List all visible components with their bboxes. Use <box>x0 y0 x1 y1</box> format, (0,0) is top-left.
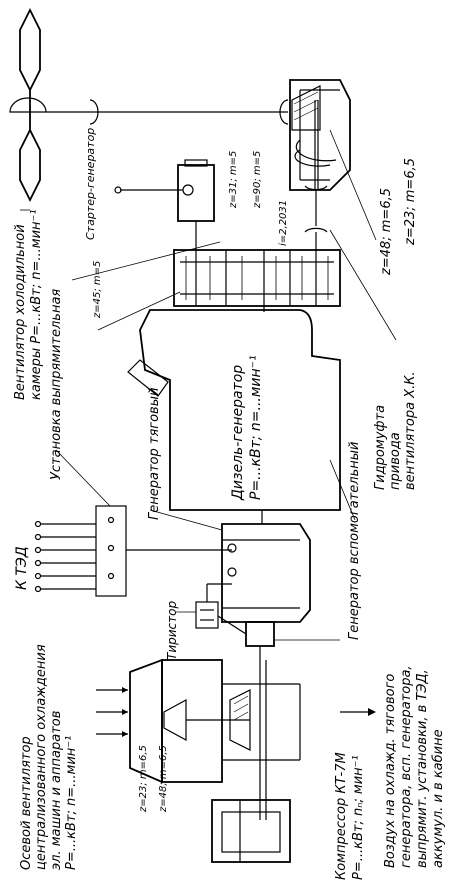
airflow-arrows <box>96 687 376 737</box>
label-starter: Стартер-генератор <box>84 128 97 240</box>
label-axial-fan-2: централизованного охлаждения <box>34 644 49 870</box>
k-ted-terminals <box>34 520 96 593</box>
compressor <box>211 799 291 863</box>
cold-chamber-fan <box>9 7 90 203</box>
vertical-shaft-coupling <box>304 185 328 250</box>
label-coupling-1: Гидромуфта <box>373 405 388 490</box>
label-axial-fan-3: эл. машин и аппаратов <box>49 711 64 870</box>
axial-fan <box>129 658 301 784</box>
label-coupling-3: вентилятора Х.К. <box>403 371 418 490</box>
label-axial-fan-1: Осевой вентилятор <box>19 736 34 870</box>
label-axial-fan-4: Р=...кВт; n=...мин⁻¹ <box>64 736 79 870</box>
label-z31: z=31; m=5 <box>228 151 239 209</box>
label-aux-gen: Генератор вспомогательный <box>347 442 362 640</box>
label-z23-top: z=23; m=6,5 <box>403 158 418 246</box>
label-z23-bottom: z=23; m=6,5 <box>138 745 149 813</box>
aux-generator <box>245 621 275 660</box>
label-i2: i=2,2031 <box>278 200 289 246</box>
thyristor <box>195 583 247 635</box>
label-air-3: выпрямит. установки, в ТЭД, <box>415 669 430 868</box>
fan-drive-shaft <box>89 99 289 125</box>
leader-lines <box>20 129 397 641</box>
label-diesel-1: Дизель-генератор <box>230 365 246 501</box>
label-z48-bottom: z=48; m=6,5 <box>158 745 169 813</box>
main-gearbox <box>173 249 341 307</box>
label-thyristor: Тиристор <box>165 601 179 660</box>
label-diesel-2: Р=...кВт; n=...мин⁻¹ <box>248 355 264 500</box>
hydro-coupling-gearbox <box>289 79 351 191</box>
label-fan-cold: Вентилятор холодильной <box>13 224 28 400</box>
label-z90: z=90; m=5 <box>252 151 263 209</box>
label-air-1: Воздух на охлажд. тягового <box>383 674 398 868</box>
traction-generator <box>221 510 311 623</box>
label-compressor-2: Р=...кВт; nₙ; мин⁻¹ <box>351 755 366 880</box>
label-k-ted: К ТЭД <box>14 546 30 590</box>
label-air-4: аккумул. и в кабине <box>431 729 446 868</box>
label-rectifier: Установка выпрямительная <box>49 289 64 480</box>
label-coupling-2: привода <box>388 432 403 490</box>
label-traction-gen: Генератор тяговый <box>147 388 162 520</box>
label-z45: z=45; m=5 <box>92 261 103 319</box>
rectifier-unit <box>95 505 232 597</box>
label-air-2: генератора, всп. генератора, <box>399 665 414 868</box>
starter-generator <box>114 159 215 250</box>
label-compressor-1: Компрессор КТ-7М <box>334 752 349 880</box>
label-z48-top: z=48; m=6,5 <box>379 188 394 276</box>
bottom-drive-shaft <box>259 660 267 820</box>
diesel-engine <box>127 306 341 511</box>
label-fan-cold-2: камеры Р=...кВт; n=...мин⁻¹ <box>29 209 44 400</box>
